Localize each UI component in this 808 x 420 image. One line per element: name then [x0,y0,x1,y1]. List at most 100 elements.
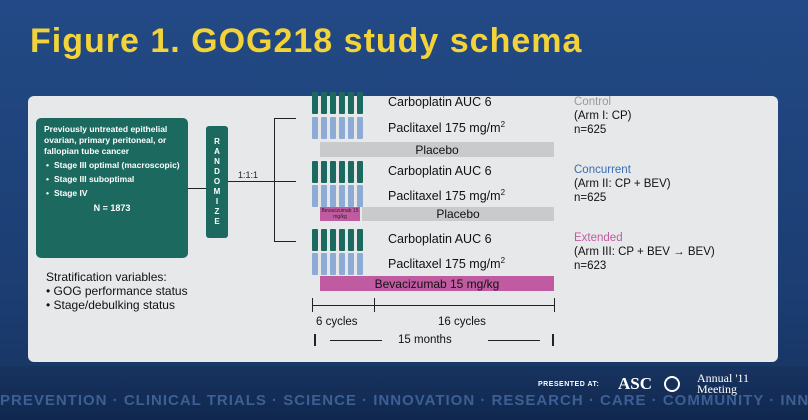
paclitaxel-cycle-icon [330,253,336,275]
eligibility-criteria: Stage III optimal (macroscopic) Stage II… [44,160,180,199]
randomize-letter: A [214,147,220,156]
carboplatin-cycle-icon [348,92,354,114]
annual-text: Annual '11 [697,371,750,385]
carboplatin-cycle-icon [312,92,318,114]
paclitaxel-cycle-icon [321,185,327,207]
criterion-stage-iii-optimal: Stage III optimal (macroscopic) [46,160,180,171]
stratification-heading: Stratification variables: [46,270,167,284]
total-enrollment: N = 1873 [93,203,131,213]
connector-randomize-out [228,181,274,182]
carboplatin-cycle-icon [348,229,354,251]
carboplatin-cycle-icon [357,92,363,114]
paclitaxel-cycle-icon [348,117,354,139]
carboplatin-cycle-icon [321,229,327,251]
randomize-letter: M [213,187,221,196]
timeline-months-tick-end [552,334,554,346]
carboplatin-cycle-icon [339,229,345,251]
timeline-months-tick-start [314,334,316,346]
carboplatin-cycle-icon [321,92,327,114]
timeline-16-cycles-line [374,305,554,306]
arm1-description: (Arm I: CP) [574,110,632,122]
arm2-name: Concurrent [574,164,631,176]
stratification-block: Stratification variables: • GOG performa… [46,270,188,312]
paclitaxel-cycle-icon [339,185,345,207]
arm2-description: (Arm II: CP + BEV) [574,178,671,190]
footer-watermark-words: PREVENTION · CLINICAL TRIALS · SCIENCE ·… [0,392,808,409]
slide-title: Figure 1. GOG218 study schema [30,22,583,60]
paclitaxel-text: Paclitaxel 175 mg/m [388,121,501,136]
arm2-placebo-bar: Placebo [362,207,554,221]
arm2-carboplatin-label: Carboplatin AUC 6 [388,164,492,178]
arm3-name: Extended [574,232,623,244]
eligibility-description: Previously untreated epithelial ovarian,… [44,124,168,156]
randomize-letter: E [214,217,220,226]
timeline-months-line-left [330,340,382,341]
stratification-item: • Stage/debulking status [46,298,175,312]
criterion-stage-iii-suboptimal: Stage III suboptimal [46,174,180,185]
paclitaxel-cycle-icon [339,253,345,275]
carboplatin-cycle-icon [312,229,318,251]
arm1-paclitaxel-label: Paclitaxel 175 mg/m2 [388,120,505,135]
arm3-description: (Arm III: CP + BEV → BEV) [574,246,715,258]
slide-footer [0,366,808,420]
paclitaxel-superscript: 2 [500,120,506,129]
arm2-paclitaxel-label: Paclitaxel 175 mg/m2 [388,188,505,203]
carboplatin-cycle-icon [321,161,327,183]
randomize-box: R A N D O M I Z E [206,126,228,238]
arm1-count: n=625 [574,124,607,136]
randomize-letter: Z [214,207,220,216]
meeting-text: Meeting [697,382,737,396]
paclitaxel-cycle-icon [357,185,363,207]
paclitaxel-cycle-icon [330,185,336,207]
arm2-count: n=625 [574,192,607,204]
arm1-placebo-bar: Placebo [320,142,554,157]
arm3-paclitaxel-label: Paclitaxel 175 mg/m2 [388,256,505,271]
paclitaxel-cycle-icon [348,185,354,207]
arm2-bevacizumab-concurrent-bar: Bevacizumab 15 mg/kg [320,207,360,221]
timeline-6-cycles-line [312,305,374,306]
timeline-6-cycles-label: 6 cycles [316,316,358,328]
paclitaxel-cycle-icon [348,253,354,275]
carboplatin-cycle-icon [357,161,363,183]
randomize-letter: D [214,167,220,176]
paclitaxel-cycle-icon [357,253,363,275]
connector-arm-1 [274,118,296,119]
timeline-16-cycles-label: 16 cycles [438,316,486,328]
carboplatin-cycle-icon [312,161,318,183]
asco-globe-icon [664,376,680,392]
asco-logo-text: ASC [618,374,653,393]
carboplatin-cycle-icon [330,92,336,114]
paclitaxel-superscript: 2 [500,256,506,265]
paclitaxel-cycle-icon [357,117,363,139]
presented-at-label: PRESENTED AT: [538,381,600,388]
carboplatin-cycle-icon [348,161,354,183]
carboplatin-cycle-icon [339,92,345,114]
paclitaxel-cycle-icon [312,117,318,139]
paclitaxel-cycle-icon [312,185,318,207]
paclitaxel-cycle-icon [330,117,336,139]
randomization-ratio: 1:1:1 [238,170,259,180]
arm3-count: n=623 [574,260,607,272]
carboplatin-cycle-icon [330,229,336,251]
arm3-carboplatin-label: Carboplatin AUC 6 [388,232,492,246]
randomize-letter: N [214,157,220,166]
stratification-item: • GOG performance status [46,284,188,298]
connector-arm-3 [274,241,296,242]
arm1-carboplatin-label: Carboplatin AUC 6 [388,95,492,109]
connector-arm-2 [274,181,296,182]
randomize-letter: R [214,137,220,146]
connector-vertical [274,118,275,242]
paclitaxel-superscript: 2 [500,188,506,197]
paclitaxel-text: Paclitaxel 175 mg/m [388,189,501,204]
paclitaxel-cycle-icon [312,253,318,275]
timeline-months-line-right [488,340,540,341]
carboplatin-cycle-icon [339,161,345,183]
paclitaxel-cycle-icon [321,117,327,139]
paclitaxel-text: Paclitaxel 175 mg/m [388,257,501,272]
arm1-name: Control [574,96,612,108]
paclitaxel-cycle-icon [321,253,327,275]
timeline-months-label: 15 months [398,334,452,346]
annual-meeting-label: Annual '11 Meeting [697,371,750,396]
timeline-tick-end [554,298,555,312]
carboplatin-cycle-icon [330,161,336,183]
